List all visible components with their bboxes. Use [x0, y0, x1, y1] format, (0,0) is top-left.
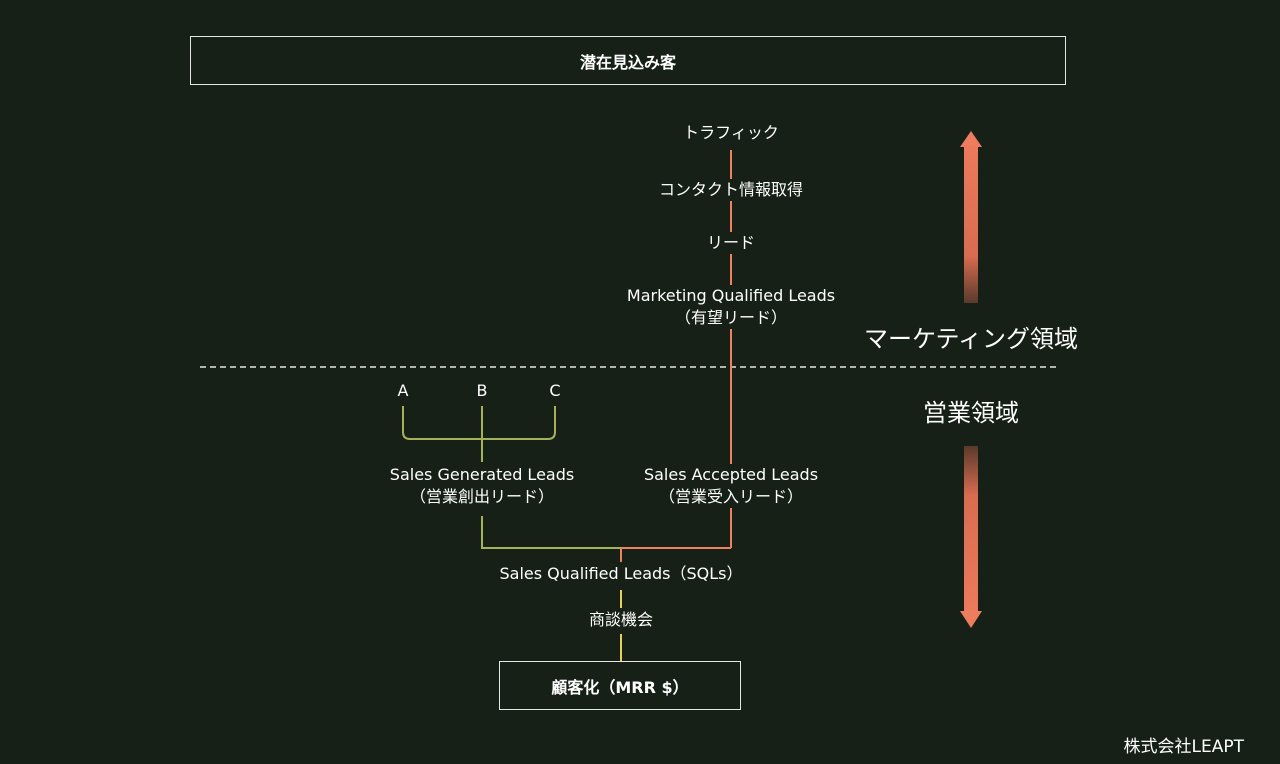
prospects-box: 潜在見込み客 — [190, 36, 1066, 85]
source-c: C — [549, 381, 561, 400]
sgl-ja: （営業創出リード） — [409, 487, 555, 506]
source-b: B — [476, 381, 488, 400]
mql-en: Marketing Qualified Leads — [626, 286, 836, 305]
traffic-label: トラフィック — [679, 122, 783, 144]
arrow-up-icon — [960, 131, 982, 303]
abc-bracket — [402, 406, 556, 440]
sgl-en: Sales Generated Leads — [389, 465, 575, 484]
sal-ja: （営業受入リード） — [658, 487, 803, 506]
sgl-label: Sales Generated Leads （営業創出リード） — [385, 464, 579, 508]
marketing-region-label: マーケティング領域 — [863, 325, 1079, 353]
sgl-to-sql-line — [481, 516, 621, 549]
customer-label: 顧客化（MRR $） — [551, 677, 689, 697]
company-name: 株式会社LEAPT — [1123, 737, 1244, 757]
opportunity-label: 商談機会 — [584, 609, 658, 631]
sql-label: Sales Qualified Leads（SQLs） — [495, 563, 747, 585]
contact-label: コンタクト情報取得 — [654, 179, 808, 201]
mql-label: Marketing Qualified Leads （有望リード） — [622, 285, 840, 329]
lead-label: リード — [702, 232, 760, 254]
prospects-label: 潜在見込み客 — [579, 52, 676, 72]
sales-region-label: 営業領域 — [923, 399, 1019, 427]
source-a: A — [397, 381, 409, 400]
arrow-down-icon — [960, 446, 982, 628]
customer-box: 顧客化（MRR $） — [499, 661, 741, 710]
sal-en: Sales Accepted Leads — [643, 465, 819, 484]
sal-label: Sales Accepted Leads （営業受入リード） — [639, 464, 823, 508]
mql-ja: （有望リード） — [674, 308, 788, 327]
